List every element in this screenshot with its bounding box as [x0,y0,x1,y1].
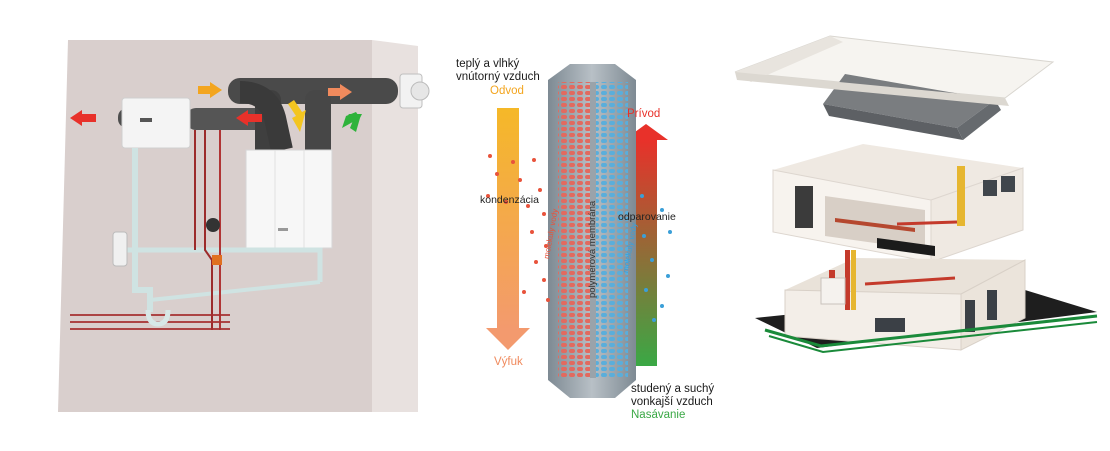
cold-air-label-line2: vonkajší vzduch [631,396,713,408]
window-icon [983,180,997,196]
arrow-left-icon [70,110,96,126]
cold-air-label-line1: studený a suchý [631,383,715,395]
supply-label: Prívod [627,108,661,120]
pump-icon [206,218,220,232]
condensation-label: kondenzácia [480,194,539,206]
window-icon [875,318,905,332]
wall-side [372,40,418,412]
ventilation-unit-illustration [0,0,445,451]
intake-arrow-shaft [635,140,657,366]
membrane-diagram: teplý a vlhký vnútorný vzduch Odvod Výfu… [440,0,730,451]
stair-railing [877,238,935,256]
outlet-label: Výfuk [494,356,523,368]
ground-pipe [764,314,1098,348]
arrow-right-icon [198,82,222,98]
warm-air-label-line1: teplý a vlhký [456,58,520,70]
arrow-right-icon [328,84,352,100]
evaporation-label: odparovanie [618,211,676,223]
intake-label: Nasávanie [631,409,686,421]
small-unit [121,97,191,149]
condensation-droplets [486,154,550,302]
arrow-down-icon [288,100,306,132]
warm-air-label-line2: vnútorný vzduch [456,71,540,83]
main-unit [245,149,333,249]
arrow-left-icon [236,110,262,126]
roof [734,35,1055,140]
filter-icon [112,231,128,267]
window-icon [987,290,997,320]
cold-channels [596,82,628,378]
house-exploded-illustration [725,0,1110,451]
window-icon [965,300,975,332]
door-icon [795,186,813,228]
membrane-label: polymérová membrána [587,200,598,298]
window-icon [1001,176,1015,192]
upper-floor [772,144,1024,263]
warm-channels [558,82,590,378]
exhaust-arrow-shaft [497,108,519,330]
exhaust-label: Odvod [490,85,524,97]
evaporation-droplets [640,194,672,322]
ground-floor [755,250,1098,354]
outlet-arrow-head-icon [486,328,530,350]
